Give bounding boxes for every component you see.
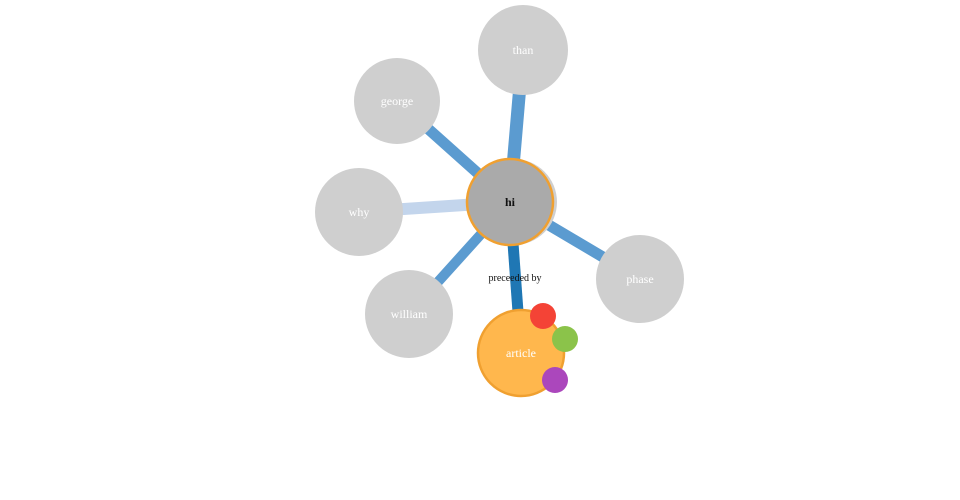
purple-action-button[interactable] bbox=[542, 367, 568, 393]
node-george-label: george bbox=[381, 94, 413, 108]
node-why-circle bbox=[315, 168, 403, 256]
node-article[interactable]: article bbox=[476, 308, 566, 398]
node-than-label: than bbox=[513, 43, 534, 57]
node-hi-label: hi bbox=[505, 195, 516, 209]
red-action-button[interactable] bbox=[530, 303, 556, 329]
node-why-label: why bbox=[349, 205, 370, 219]
node-than-circle bbox=[478, 5, 568, 95]
node-phase-label: phase bbox=[626, 272, 653, 286]
node-phase-circle bbox=[596, 235, 684, 323]
node-hi[interactable]: hi bbox=[465, 157, 557, 247]
node-than[interactable]: than bbox=[478, 5, 568, 95]
node-why[interactable]: why bbox=[315, 168, 403, 256]
node-hi-circle bbox=[465, 157, 555, 247]
node-william-label: william bbox=[391, 307, 428, 321]
node-george[interactable]: george bbox=[354, 58, 440, 144]
nodes-layer: than george why william phase article bbox=[315, 5, 684, 398]
edge-labels-layer: preceeded by bbox=[488, 273, 541, 284]
center-layer: hi bbox=[465, 157, 557, 247]
node-william[interactable]: william bbox=[365, 270, 453, 358]
node-george-circle bbox=[354, 58, 440, 144]
green-action-button[interactable] bbox=[552, 326, 578, 352]
node-article-label: article bbox=[506, 346, 536, 360]
node-article-circle bbox=[476, 308, 566, 398]
node-william-circle bbox=[365, 270, 453, 358]
edge-label: preceeded by bbox=[488, 273, 541, 284]
node-phase[interactable]: phase bbox=[596, 235, 684, 323]
buttons-layer bbox=[530, 303, 578, 393]
